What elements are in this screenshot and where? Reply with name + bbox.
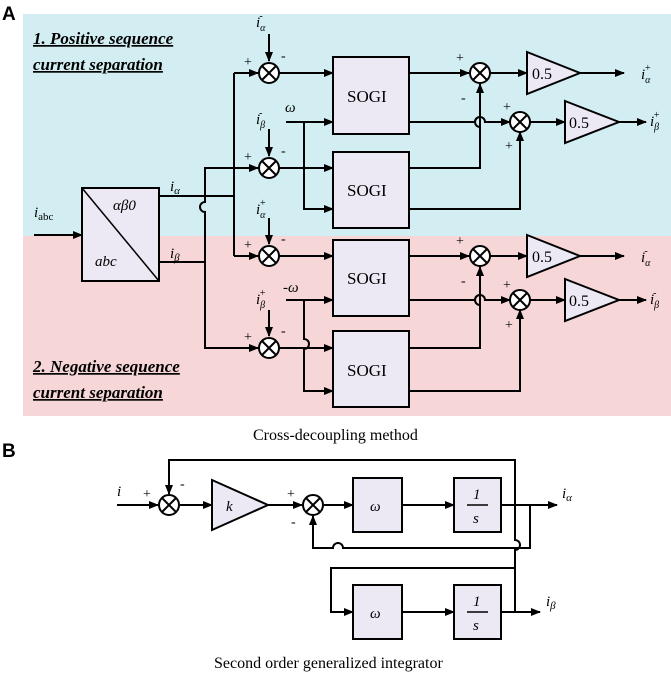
svg-text:+: + [503, 100, 511, 115]
feedback-neg-alpha: iα+ [256, 198, 266, 221]
svg-text:0.5: 0.5 [532, 249, 552, 266]
positive-heading-line2: current separation [33, 55, 163, 74]
transform-bottom-label: abc [95, 254, 117, 270]
omega-neg-label: -ω [283, 280, 299, 296]
feedback-neg-beta: iβ+ [256, 288, 266, 311]
svg-text:-: - [461, 91, 466, 106]
svg-text:0.5: 0.5 [532, 66, 552, 83]
svg-text:0.5: 0.5 [569, 293, 589, 310]
sum-junctions-output [469, 62, 531, 311]
omega-block-1 [352, 477, 403, 533]
sogi-blocks: SOGI SOGI SOGI SOGI [332, 56, 410, 408]
integrator-den-1: s [473, 511, 479, 527]
k-gain-block [211, 478, 271, 532]
abc-input-label: iabc [34, 205, 54, 223]
integrator-block-2 [453, 584, 502, 640]
feedback-pos-beta: iβ- [256, 108, 265, 131]
svg-text:SOGI: SOGI [347, 361, 387, 380]
sogi-input-label: i [117, 484, 121, 500]
transform-diagonal [81, 187, 160, 282]
omega-pos-label: ω [285, 100, 296, 116]
svg-text:+: + [143, 487, 151, 502]
panel-b-letter: B [2, 441, 16, 462]
positive-heading-line1: 1. Positive sequence [33, 29, 174, 48]
gain-blocks [526, 50, 622, 323]
svg-text:+: + [244, 55, 252, 70]
svg-text:-: - [281, 49, 286, 64]
svg-text:-: - [281, 144, 286, 159]
svg-text:+: + [456, 234, 464, 249]
caption-a: Cross-decoupling method [253, 427, 418, 444]
svg-text:SOGI: SOGI [347, 181, 387, 200]
svg-text:-: - [281, 232, 286, 247]
output-neg-beta: iβ- [650, 288, 659, 311]
panel-a-letter: A [2, 4, 16, 25]
output-pos-alpha: iα+ [641, 63, 651, 86]
sum-signs-b: + - + - [143, 477, 296, 530]
svg-text:+: + [244, 238, 252, 253]
line-crossings [474, 116, 481, 306]
svg-text:-: - [291, 515, 296, 530]
svg-text:+: + [287, 487, 295, 502]
sogi-output-alpha: iα [562, 486, 572, 504]
summer-to-sogi-wiring [279, 69, 334, 395]
integrator-num-1: 1 [473, 487, 481, 503]
sogi-b-wiring [117, 459, 558, 616]
i-beta-label: iβ [170, 246, 180, 264]
svg-text:-: - [180, 477, 185, 492]
integrator-den-2: s [473, 618, 479, 634]
svg-text:-: - [281, 324, 286, 339]
output-pos-beta: iβ+ [650, 110, 660, 133]
svg-text:0.5: 0.5 [569, 115, 589, 132]
omega-block-2 [352, 584, 403, 640]
svg-text:-: - [461, 274, 466, 289]
svg-text:+: + [456, 51, 464, 66]
transform-output-wiring [159, 69, 259, 352]
svg-text:SOGI: SOGI [347, 87, 387, 106]
svg-text:+: + [505, 139, 513, 154]
gain-labels: 0.5 0.5 0.5 0.5 [532, 66, 589, 310]
svg-text:SOGI: SOGI [347, 269, 387, 288]
caption-b: Second order generalized integrator [214, 655, 443, 672]
i-alpha-label: iα [170, 179, 180, 197]
svg-text:+: + [244, 150, 252, 165]
omega-label-2: ω [370, 606, 381, 622]
sogi-output-beta: iβ [546, 594, 556, 612]
gain-wiring [490, 69, 647, 304]
sum-signs-output: + - + + + - + + [456, 51, 513, 333]
svg-text:+: + [244, 330, 252, 345]
svg-text:+: + [505, 318, 513, 333]
k-gain-label: k [226, 499, 233, 515]
negative-heading-line1: 2. Negative sequence [32, 357, 180, 376]
feedback-pos-alpha: iα- [256, 11, 266, 34]
output-neg-alpha: iα- [641, 246, 651, 269]
sum-signs-a-input: + - + - + - + - [244, 49, 286, 345]
integrator-num-2: 1 [473, 594, 481, 610]
omega-label-1: ω [370, 499, 381, 515]
sum-junctions-b [158, 494, 324, 516]
negative-heading-line2: current separation [33, 383, 163, 402]
transform-top-label: αβ0 [113, 198, 136, 214]
svg-text:+: + [503, 278, 511, 293]
